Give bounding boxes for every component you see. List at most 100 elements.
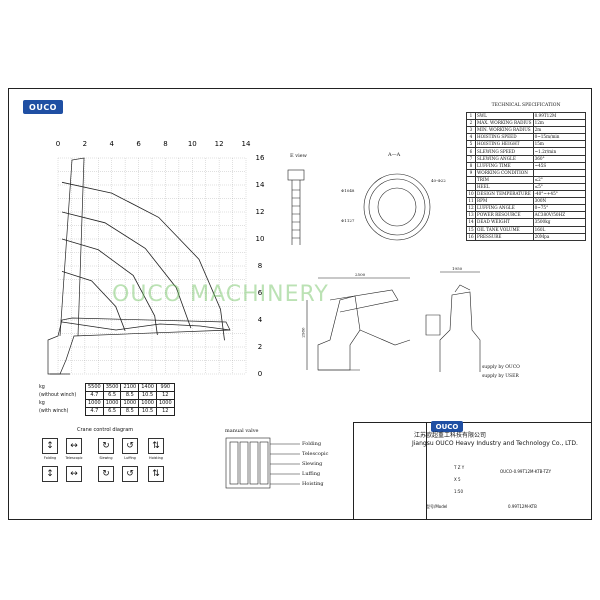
y-tick-label: 10 [256,235,265,243]
supply-ouco: supply by OUCO [482,365,520,370]
spec-title: TECHNICAL SPECIFICATION [491,103,561,108]
valve-label: Slewing [302,461,323,467]
spec-value: ~45S [532,161,587,170]
y-tick-label: 0 [258,370,262,378]
control-icon-folding-2: ↕ [42,466,58,482]
dim-width: 2500 [355,272,366,277]
spec-value: 0~15m/min [532,133,587,142]
section-label: A—A [388,152,401,158]
control-icon-luffing-1: ↺ [122,438,138,454]
x-tick-label: 2 [83,140,87,148]
load-label-without: (without winch) [39,393,77,398]
spec-value [532,168,587,177]
spec-value: 15m [532,140,587,149]
e-view-label: E view [290,153,307,159]
spec-index: 10 [466,190,476,199]
y-tick-label: 14 [256,181,265,189]
spec-index: 14 [466,218,476,227]
spec-index: 13 [466,211,476,220]
control-icon-slewing-2: ↻ [98,466,114,482]
working-range-curve-1 [61,181,225,341]
company-logo: OUCO [23,100,63,114]
y-tick-label: 2 [258,343,262,351]
spec-value: AC380V/50HZ [532,211,587,220]
spec-row: TRIM≤2° [466,175,587,184]
drawing-number: OUCO-0.99T12M-KTB-TZY [500,469,552,474]
supply-user: supply by USER [482,374,519,379]
spec-value: 2m [532,126,587,135]
control-icon-luffing-2: ↺ [122,466,138,482]
model-label: 型号/Model [426,504,448,509]
x-tick-label: 10 [188,140,197,148]
spec-index: 11 [466,197,476,206]
spec-value: ~1.2r/min [532,147,587,156]
spec-index: 4 [466,133,476,142]
spec-index: 6 [466,147,476,156]
control-label: Slewing [99,456,113,460]
valve-label: Luffing [302,471,321,477]
spec-value: ≤2° [532,175,587,184]
spec-index [466,175,476,184]
company-name-cn: 江苏欧超重工科技有限公司 [414,432,487,439]
y-tick-label: 16 [256,154,265,162]
x-tick-label: 12 [215,140,224,148]
spec-index: 7 [466,154,476,163]
y-tick-label: 6 [258,289,263,297]
x-tick-label: 6 [136,140,141,148]
spec-index: 15 [466,225,476,234]
load-table: kg 5500 3500 2100 1400 990 (without winc… [37,383,175,416]
model-value: 0.99T12M-KTB [508,504,537,509]
working-range-curve-4 [61,271,126,331]
x-tick-label: 14 [242,140,251,148]
spec-index [466,182,476,192]
control-label: Luffing [124,456,136,460]
y-tick-label: 8 [258,262,262,270]
load-unit-kg: kg [39,385,45,390]
dim-bolts: 40-Φ22 [431,178,446,183]
rev-row: X 5 [454,477,461,482]
control-icon-folding-1: ↕ [42,438,58,454]
working-range-curve-3 [61,238,158,335]
load-label-with: (with winch) [39,409,69,414]
control-icon-telescopic-1: ↔ [66,438,82,454]
spec-index: 16 [466,232,476,241]
spec-value: 360° [532,154,587,163]
x-tick-label: 4 [109,140,114,148]
dim-outer: Φ1127 [341,218,355,223]
valve-label: Folding [302,441,322,447]
control-icon-hoisting-1: ⇅ [148,438,164,454]
spec-value: 3500kg [532,218,587,227]
drawing-frame [8,88,592,520]
spec-value: -40°~+45° [532,190,587,199]
sheet-scale: 1:50 [454,489,463,494]
spec-row: HEEL≤5° [466,182,587,192]
control-icon-slewing-1: ↻ [98,438,114,454]
spec-index: 9 [466,168,476,177]
spec-index: 3 [466,126,476,135]
control-label: Folding [43,456,57,460]
spec-index: 8 [466,161,476,170]
control-title: Crane control diagram [77,427,134,433]
spec-value: 20Mpa [532,232,587,241]
y-tick-label: 12 [256,208,265,216]
company-name-en: Jiangsu OUCO Heavy Industry and Technolo… [412,440,578,447]
load-m2-4: 12 [155,407,175,416]
x-tick-label: 0 [56,140,60,148]
dim-inner: Φ1048 [341,188,355,193]
